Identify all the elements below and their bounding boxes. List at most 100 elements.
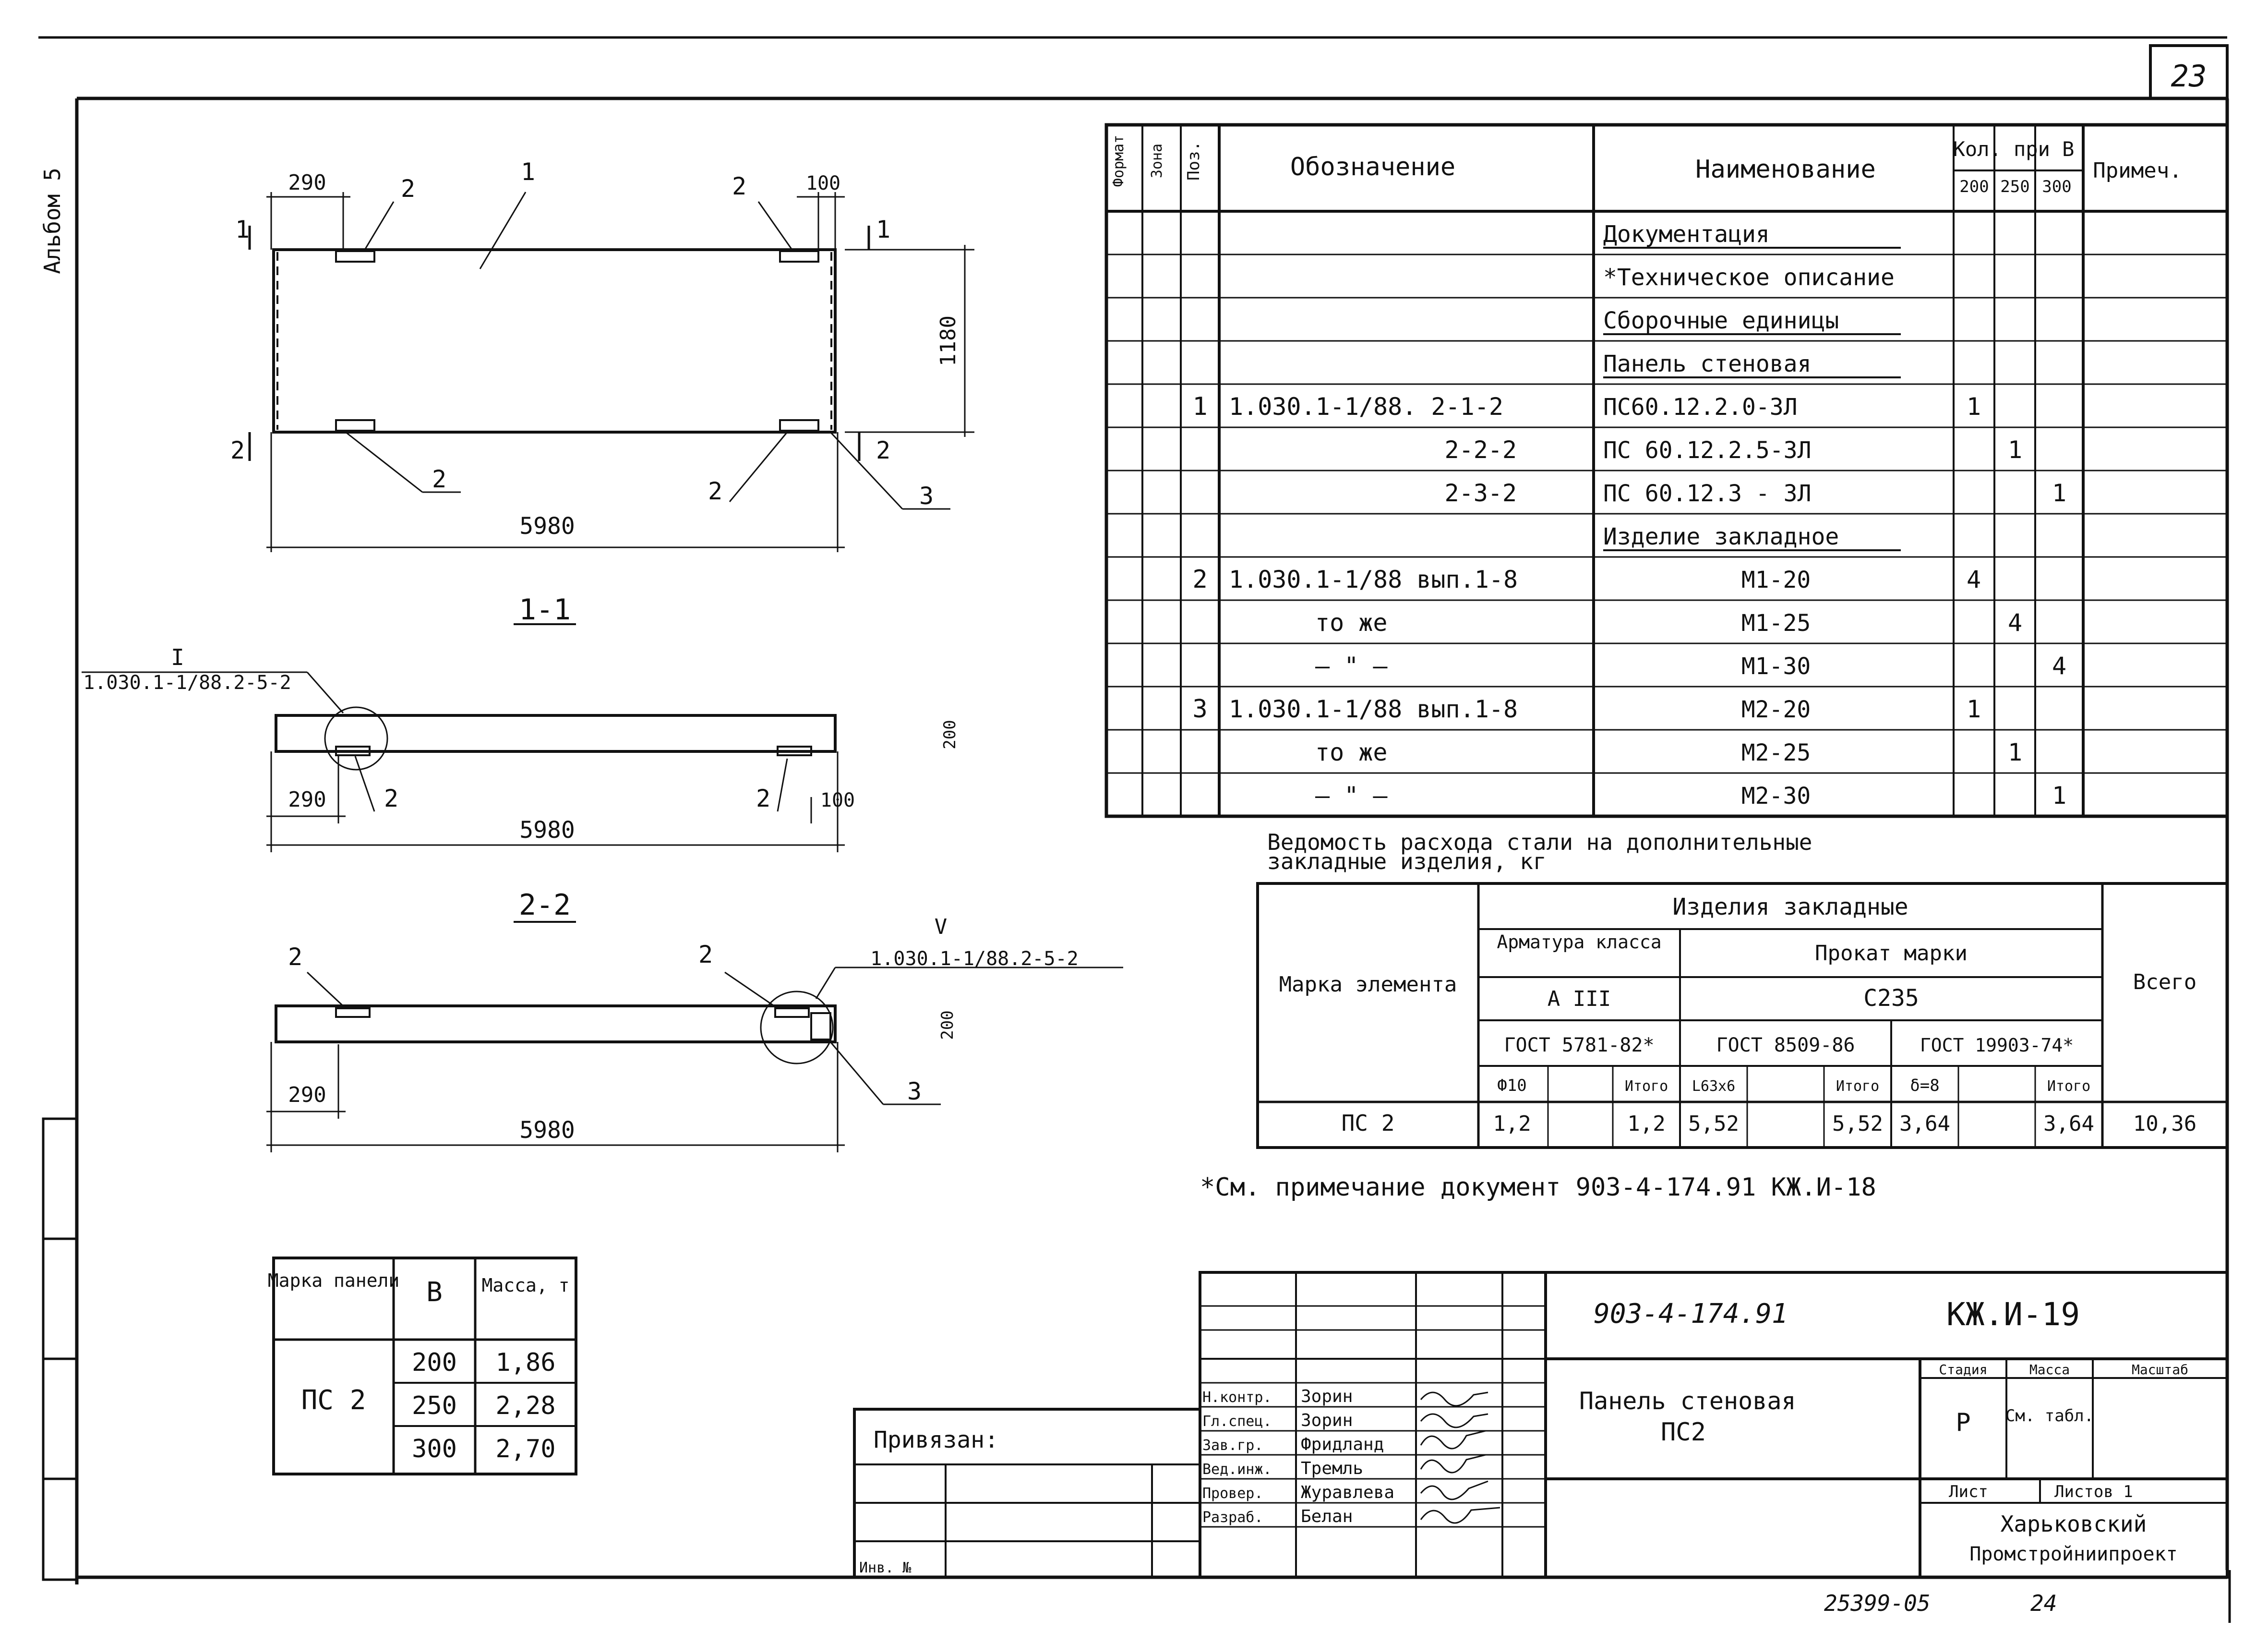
plan-callout-1: 1: [521, 158, 535, 186]
spec-h-note: Примеч.: [2093, 158, 2182, 183]
steel-h-rolled: Прокат марки: [1815, 941, 1968, 966]
spec-row-q250: 4: [2008, 609, 2022, 637]
steel-h-rebar: Арматура класса: [1497, 931, 1661, 953]
stamp-person: Белан: [1301, 1507, 1353, 1526]
section-2-2-view: [266, 921, 1123, 1152]
stamp-role: Провер.: [1202, 1485, 1263, 1502]
spec-row-q300: 4: [2052, 652, 2066, 680]
plan-section-mark-c: 2: [230, 436, 245, 464]
stamp-privyazan: Привязан:: [874, 1426, 998, 1453]
steel-row-itogo-2: 5,52: [1832, 1112, 1883, 1136]
mass-h-mass: Масса, т: [481, 1275, 569, 1296]
section-1-1-node-num: I: [171, 644, 184, 670]
stamp-stage: Р: [1956, 1408, 1970, 1437]
stamp-person: Фридланд: [1301, 1435, 1384, 1454]
spec-row-name: Сборочные единицы: [1603, 307, 1839, 334]
plan-callout-2b: 2: [732, 172, 746, 200]
spec-row-name: М1-25: [1741, 610, 1811, 637]
section-2-2-thickness: 200: [938, 1010, 957, 1040]
plan-callout-2d: 2: [708, 477, 722, 505]
steel-table: Марка элемента Изделия закладные Арматур…: [1256, 882, 2229, 1149]
sheet-frame: [38, 36, 2231, 1623]
section-2-2-node-num: V: [935, 915, 948, 939]
steel-h-gost2: ГОСТ 8509-86: [1716, 1034, 1855, 1056]
plan-section-mark-d: 2: [876, 436, 890, 464]
stamp-role: Зав.гр.: [1202, 1437, 1263, 1454]
stamp-person: Зорин: [1301, 1411, 1353, 1430]
section-1-1-callout-b: 2: [756, 785, 770, 812]
spec-table: Формат Зона Поз. Обозначение Наименовани…: [1104, 123, 2229, 818]
spec-row-designation: 1.030.1-1/88. 2-1-2: [1229, 393, 1503, 421]
steel-h-items: Изделия закладные: [1672, 894, 1908, 920]
plan-dim-height: 1180: [936, 315, 960, 366]
spec-h-250: 250: [2000, 177, 2029, 196]
mass-row-b: 200: [412, 1348, 457, 1377]
spec-row-pos: 2: [1192, 565, 1207, 594]
steel-h-angle: L63х6: [1692, 1078, 1735, 1095]
stamp-org-2: Промстройниипроект: [1969, 1543, 2177, 1565]
spec-row-name: Документация: [1603, 221, 1770, 248]
plan-section-mark-a: 1: [235, 216, 250, 243]
signatures: [1420, 1391, 1500, 1524]
stamp-role: Н.контр.: [1202, 1389, 1272, 1406]
stamp-role: Гл.спец.: [1202, 1413, 1272, 1430]
plan-dim-length: 5980: [519, 513, 575, 540]
steel-h-total: Всего: [2133, 970, 2196, 994]
spec-row-name: М1-30: [1741, 653, 1811, 680]
section-2-2-node-ref: 1.030.1-1/88.2-5-2: [870, 948, 1078, 970]
spec-row-name: ПС 60.12.3 - 3Л: [1603, 480, 1811, 507]
steel-title-2: закладные изделия, кг: [1267, 848, 1547, 874]
stamp-role: Вед.инж.: [1202, 1461, 1272, 1478]
stamp-title: Панель стеновая: [1579, 1387, 1796, 1415]
spec-row-designation: – " –: [1315, 652, 1388, 680]
spec-h-200: 200: [1959, 177, 1989, 196]
plan-callout-2a: 2: [401, 175, 415, 203]
steel-h-d10: Ф10: [1497, 1076, 1526, 1095]
steel-h-gost3: ГОСТ 19903-74*: [1920, 1035, 2074, 1056]
steel-row-mark: ПС 2: [1342, 1110, 1395, 1136]
spec-h-designation: Обозначение: [1290, 153, 1455, 181]
section-1-1-dim-length: 5980: [519, 817, 575, 844]
spec-row-name: ПС 60.12.2.5-3Л: [1603, 437, 1811, 464]
plan-callout-2c: 2: [432, 465, 446, 493]
spec-h-zone: Зона: [1149, 144, 1165, 178]
stamp-code: 903-4-174.91: [1594, 1298, 1788, 1330]
bottom-num: 24: [2030, 1590, 2057, 1616]
section-1-1-callout-a: 2: [384, 785, 398, 812]
section-1-1-view: [82, 623, 845, 852]
mass-h-mark: Марка панели: [268, 1270, 400, 1291]
section-2-2-dim-290: 290: [288, 1083, 326, 1107]
section-1-1-dim-290: 290: [288, 787, 326, 812]
stamp-mass-h: Масса: [2029, 1362, 2070, 1378]
mass-row-b: 250: [412, 1391, 457, 1420]
steel-title-1: Ведомость расхода стали на дополнительны…: [1267, 829, 1812, 855]
spec-row-designation: 1.030.1-1/88 вып.1-8: [1229, 566, 1518, 593]
spec-row-name: *Техническое описание: [1603, 264, 1895, 291]
page-number: 23: [2171, 59, 2207, 94]
spec-row-q300: 1: [2052, 782, 2066, 810]
spec-row-designation: то же: [1315, 738, 1388, 766]
plan-dim-100: 100: [806, 172, 840, 194]
mass-row-mass: 2,28: [495, 1391, 555, 1420]
section-2-2-callout-2a: 2: [288, 943, 302, 971]
stamp-lists-h: Листов 1: [2054, 1482, 2133, 1501]
stamp-subtitle: ПС2: [1661, 1418, 1706, 1447]
steel-h-itogo-2: Итого: [1836, 1078, 1879, 1095]
mass-row-mass: 1,86: [495, 1348, 555, 1377]
steel-h-itogo-1: Итого: [1625, 1078, 1668, 1095]
mass-row-b: 300: [412, 1435, 457, 1463]
section-2-2-callout-3: 3: [907, 1077, 922, 1105]
stamp-mass-val: См. табл.: [2005, 1406, 2094, 1426]
spec-row-q300: 1: [2052, 479, 2066, 507]
steel-row-d10: 1,2: [1493, 1112, 1531, 1136]
spec-row-pos: 1: [1192, 392, 1207, 421]
section-1-1-title: 1-1: [519, 593, 571, 627]
stamp-list-h: Лист: [1949, 1482, 1988, 1501]
section-2-2-callout-2b: 2: [698, 941, 713, 968]
mass-mark: ПС 2: [301, 1385, 366, 1416]
steel-h-itogo-3: Итого: [2047, 1078, 2090, 1095]
steel-h-a3: А III: [1548, 987, 1611, 1011]
spec-row-name: М2-30: [1741, 783, 1811, 810]
section-1-1-dim-100: 100: [820, 789, 855, 811]
stamp-role: Разраб.: [1202, 1509, 1263, 1526]
